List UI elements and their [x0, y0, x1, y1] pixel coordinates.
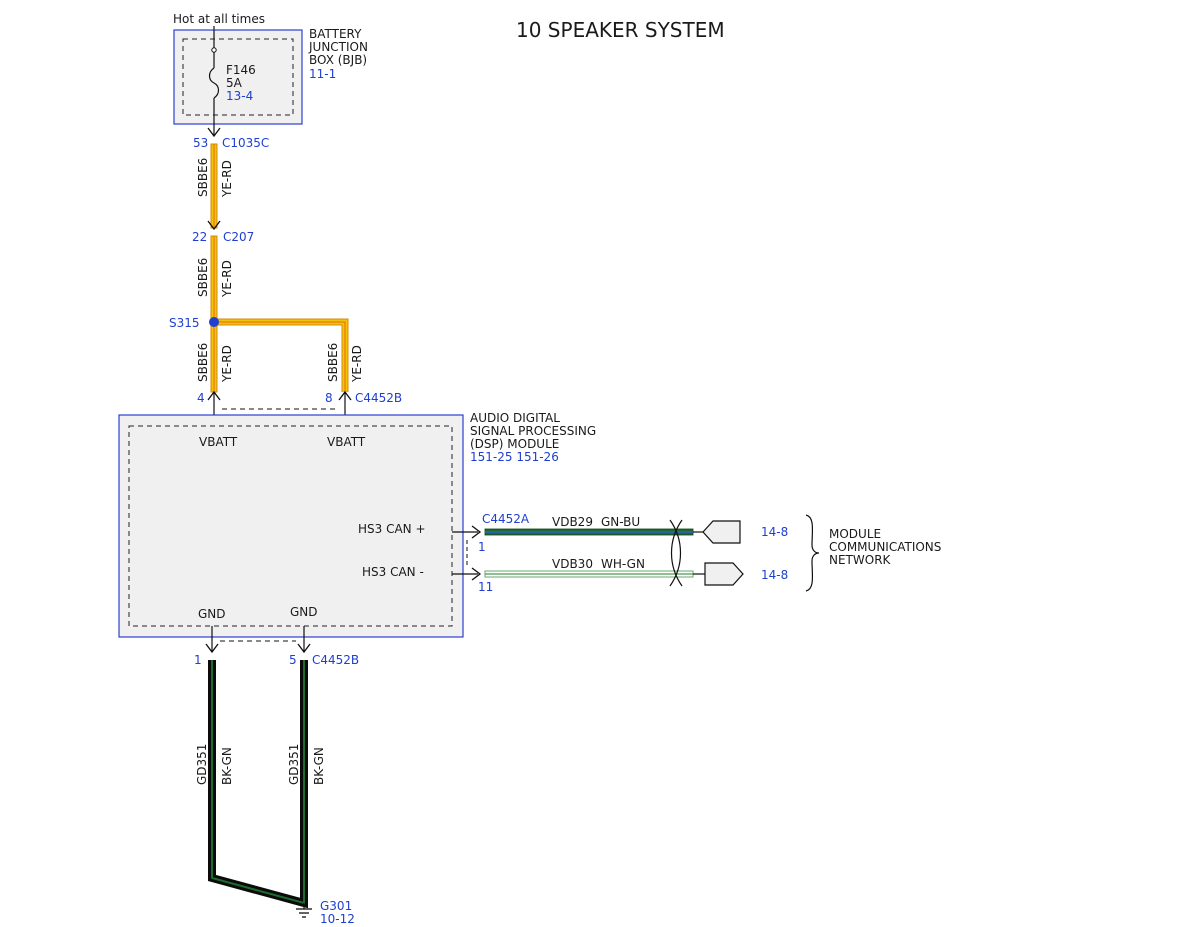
connector-c4452a: C4452A 1 11 [452, 512, 530, 594]
dsp-vbatt-right: VBATT [327, 435, 366, 449]
wire-circuit-label: SBBE6 [196, 343, 210, 382]
connector-c207: 22 C207 [192, 220, 254, 244]
wire-color-label: BK-GN [312, 747, 326, 785]
dsp-ref-links[interactable]: 151-25 151-26 [470, 450, 559, 464]
dsp-name-line-3: (DSP) MODULE [470, 437, 559, 451]
off-page-connector-icon [702, 520, 741, 544]
c207-name: C207 [223, 230, 254, 244]
c4452b-bottom-pin-right: 5 [289, 653, 297, 667]
wire-circuit-label: SBBE6 [326, 343, 340, 382]
wire-sbbe6-segment-1: SBBE6 YE-RD [196, 143, 234, 229]
c4452a-pin-top: 1 [478, 540, 486, 554]
connector-arrow-icon [471, 525, 482, 539]
fuse-icon [208, 67, 220, 99]
wire-circuit-label: SBBE6 [196, 158, 210, 197]
connector-c4452b-top: 4 8 C4452B [197, 390, 402, 415]
network-name-line-2: COMMUNICATIONS [829, 540, 941, 554]
wire-circuit-label: VDB29 [552, 515, 593, 529]
fuse-ref-link[interactable]: 13-4 [226, 89, 253, 103]
c4452b-bottom-pin-left: 1 [194, 653, 202, 667]
dsp-gnd-right: GND [290, 605, 318, 619]
wire-color-label: GN-BU [601, 515, 640, 529]
splice-s315: S315 [169, 316, 219, 330]
module-communications-network: MODULE COMMUNICATIONS NETWORK [805, 514, 941, 592]
connector-arrow-icon [471, 567, 482, 581]
fuse-name: F146 [226, 63, 256, 77]
connector-arrow-icon [297, 643, 311, 654]
dsp-can-plus: HS3 CAN + [358, 522, 426, 536]
wire-color-label: WH-GN [601, 557, 645, 571]
ground-name: G301 [320, 899, 352, 913]
dsp-gnd-left: GND [198, 607, 226, 621]
wire-circuit-label: GD351 [287, 744, 301, 785]
bjb-name-line-3: BOX (BJB) [309, 53, 367, 67]
wire-vdb30: VDB30 WH-GN [484, 557, 705, 578]
wire-color-label: BK-GN [220, 747, 234, 785]
c4452b-top-pin-left: 4 [197, 391, 205, 405]
c1035c-pin: 53 [193, 136, 208, 150]
connector-arrow-icon [207, 127, 221, 138]
hot-at-all-times-label: Hot at all times [173, 12, 265, 26]
splice-name: S315 [169, 316, 200, 330]
connector-arrow-icon [205, 643, 219, 654]
wire-circuit-label: GD351 [195, 744, 209, 785]
connector-c1035c: 53 C1035C [193, 127, 269, 150]
ground-ref-link[interactable]: 10-12 [320, 912, 355, 926]
bjb-name-line-2: JUNCTION [308, 40, 368, 54]
dsp-name-line-2: SIGNAL PROCESSING [470, 424, 596, 438]
wire-circuit-label: SBBE6 [196, 258, 210, 297]
c4452b-top-name: C4452B [355, 391, 402, 405]
wire-sbbe6-branch [214, 318, 349, 392]
network-ref-top-link[interactable]: 14-8 [761, 525, 788, 539]
wire-color-label: YE-RD [350, 345, 364, 383]
wire-vdb29: VDB29 GN-BU [484, 515, 703, 536]
bjb-name-line-1: BATTERY [309, 27, 362, 41]
diagram-title: 10 SPEAKER SYSTEM [516, 18, 725, 42]
dsp-can-minus: HS3 CAN - [362, 565, 424, 579]
ground-g301: G301 10-12 [296, 899, 355, 926]
battery-junction-box: Hot at all times F146 5A 13-4 BATTERY JU… [173, 12, 368, 136]
c4452b-top-pin-right: 8 [325, 391, 333, 405]
bjb-ref-link[interactable]: 11-1 [309, 67, 336, 81]
wire-sbbe6-segment-2: SBBE6 YE-RD [196, 235, 234, 323]
c4452a-name: C4452A [482, 512, 530, 526]
wire-gd351: GD351 BK-GN GD351 BK-GN [195, 660, 326, 909]
fuse-rating: 5A [226, 76, 243, 90]
c207-pin: 22 [192, 230, 207, 244]
page-ref-connector-bottom: 14-8 [704, 562, 788, 586]
wire-color-label: YE-RD [220, 260, 234, 298]
c4452a-pin-bottom: 11 [478, 580, 493, 594]
wire-color-label: YE-RD [220, 160, 234, 198]
twisted-pair-icon [669, 519, 683, 587]
wire-sbbe6-segment-3: SBBE6 YE-RD SBBE6 YE-RD [196, 321, 364, 393]
dsp-module: VBATT VBATT HS3 CAN + HS3 CAN - GND GND … [118, 411, 596, 638]
wire-circuit-label: VDB30 [552, 557, 593, 571]
dsp-name-line-1: AUDIO DIGITAL [470, 411, 560, 425]
connector-arrow-icon [207, 220, 221, 231]
c4452b-bottom-name: C4452B [312, 653, 359, 667]
wire-color-label: YE-RD [220, 345, 234, 383]
network-ref-bottom-link[interactable]: 14-8 [761, 568, 788, 582]
brace-icon [805, 514, 820, 592]
dsp-vbatt-left: VBATT [199, 435, 238, 449]
splice-dot-icon [209, 317, 219, 327]
off-page-connector-icon [704, 562, 744, 586]
network-name-line-1: MODULE [829, 527, 881, 541]
c1035c-name: C1035C [222, 136, 269, 150]
connector-c4452b-bottom: 1 5 C4452B [194, 626, 359, 667]
page-ref-connector-top: 14-8 [702, 520, 788, 544]
network-name-line-3: NETWORK [829, 553, 892, 567]
